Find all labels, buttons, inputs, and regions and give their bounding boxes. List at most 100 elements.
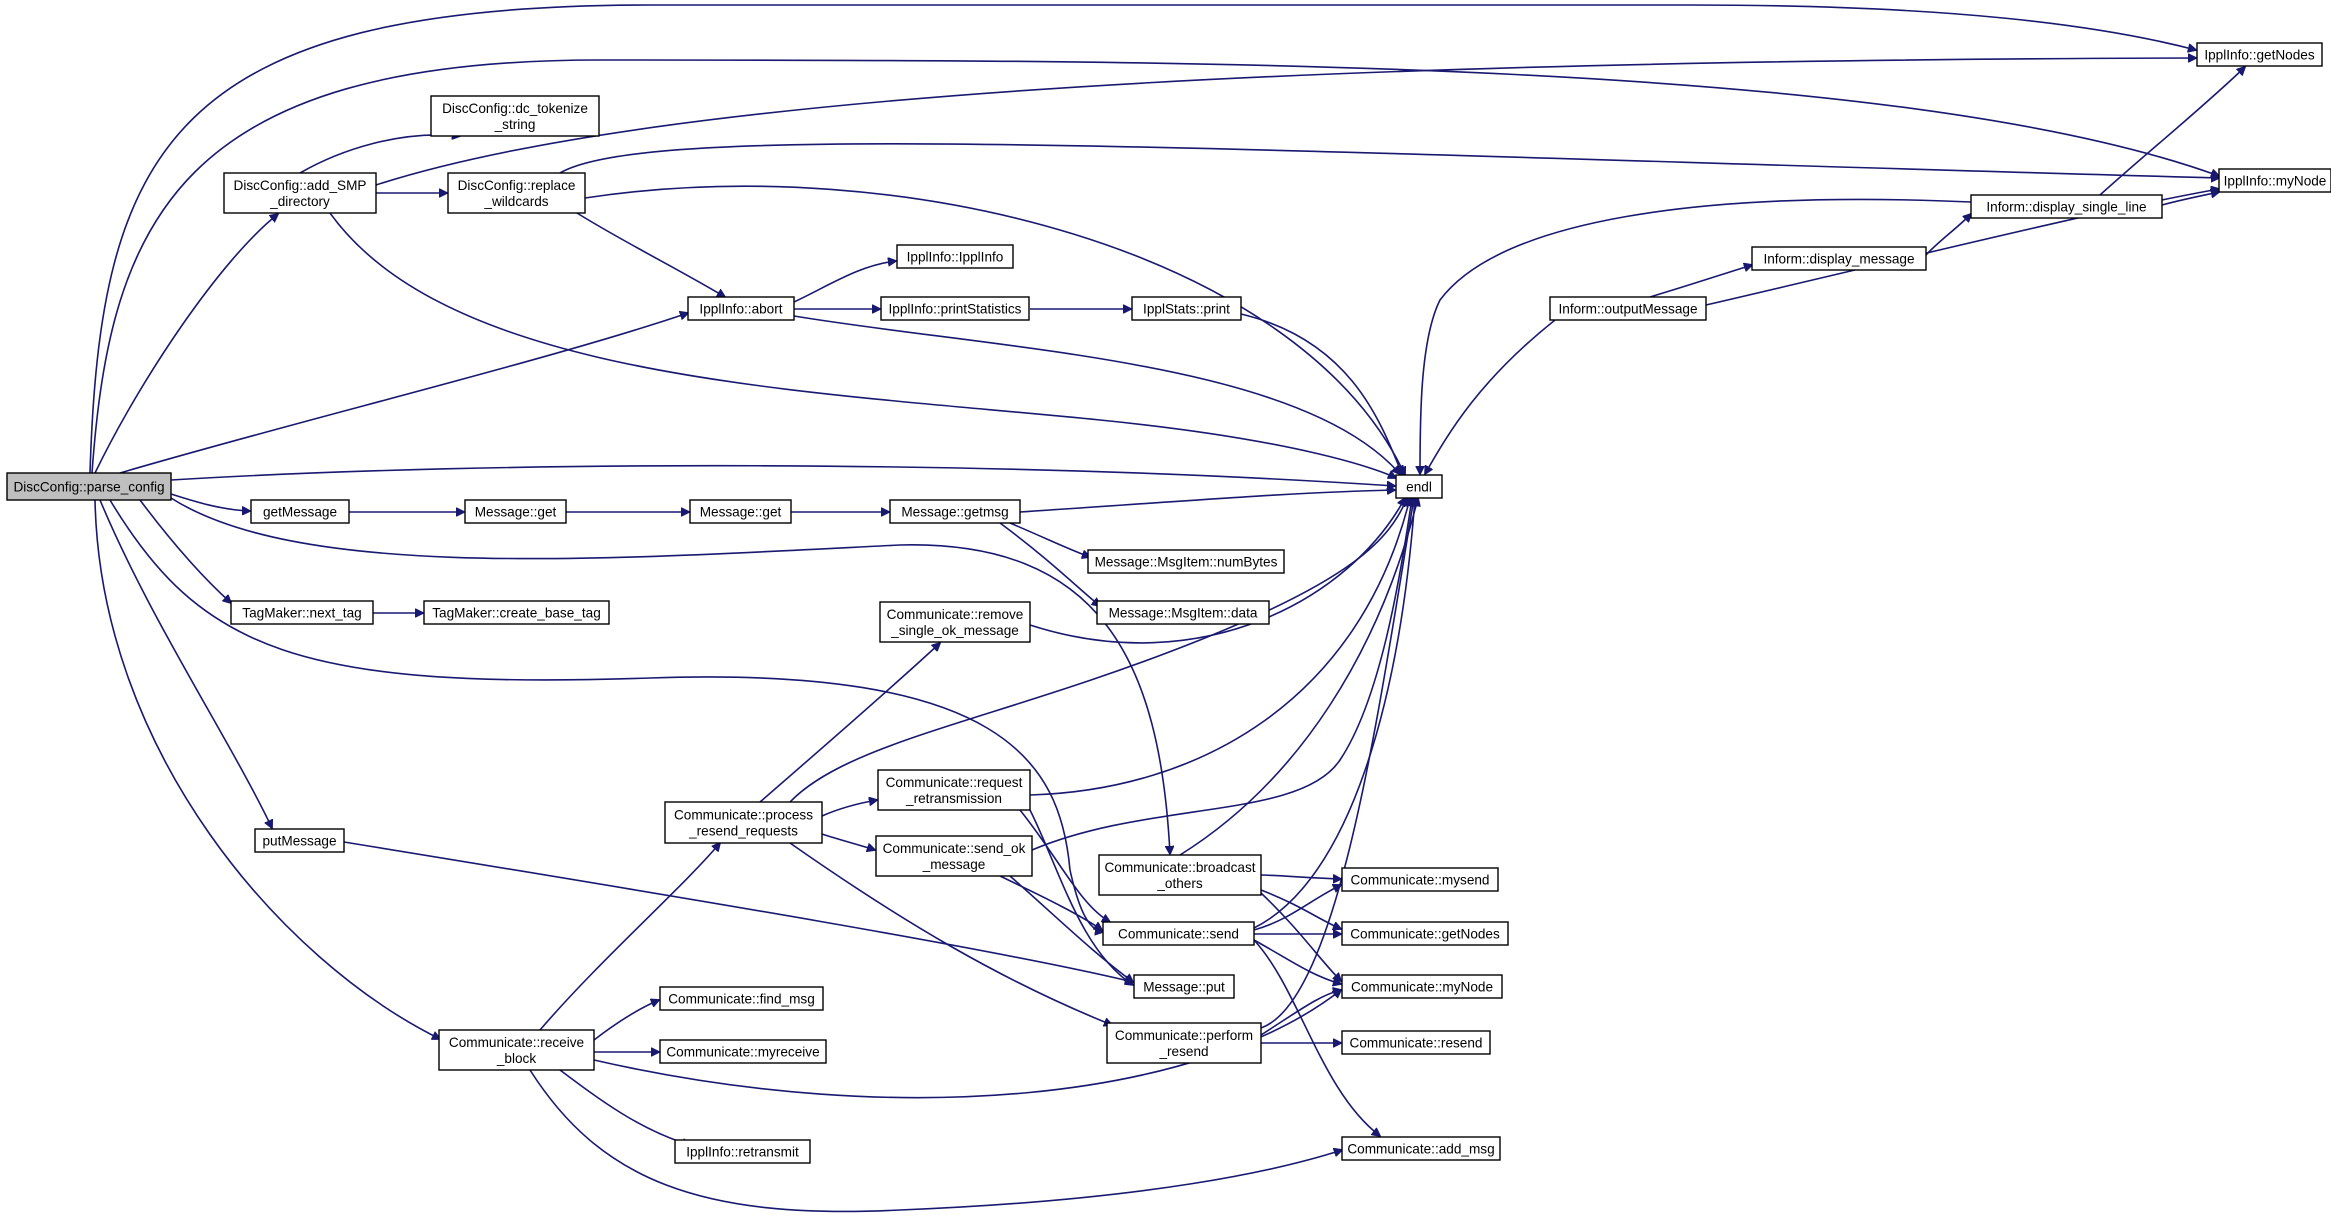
node-receive-block[interactable]: Communicate::receive_block (438, 1029, 595, 1071)
node-request-retrans[interactable]: Communicate::request_retransmission (877, 769, 1031, 811)
node-label: Communicate::broadcast (1104, 860, 1255, 875)
node-comm-mysend[interactable]: Communicate::mysend (1341, 867, 1499, 892)
node-abort[interactable]: IpplInfo::abort (687, 296, 795, 321)
node-label: _resend (1158, 1044, 1208, 1059)
edge-broadcast-others-to-comm-mysend (1260, 874, 1341, 879)
node-box (1098, 854, 1262, 896)
node-box (687, 296, 795, 321)
node-msgitem-data[interactable]: Message::MsgItem::data (1096, 600, 1270, 625)
node-myreceive[interactable]: Communicate::myreceive (659, 1039, 827, 1064)
node-label: Inform::display_message (1763, 252, 1914, 267)
edge-putmessage-to-message-put (343, 841, 1133, 982)
node-box (223, 172, 377, 214)
edge-request-retrans-to-endl (1029, 498, 1410, 796)
node-box (2218, 168, 2331, 193)
node-message-put[interactable]: Message::put (1133, 974, 1235, 999)
node-replace-wildcards[interactable]: DiscConfig::replace_wildcards (447, 172, 586, 214)
node-label: _retransmission (905, 791, 1002, 806)
node-label: Communicate::perform (1115, 1028, 1253, 1043)
edge-replace-wildcards-to-mynode (559, 143, 2219, 178)
node-label: Message::get (700, 505, 782, 520)
node-label: Message::MsgItem::numBytes (1095, 555, 1278, 570)
edge-send-ok-to-message-put (1009, 875, 1133, 982)
edge-process-resend-to-endl (789, 498, 1407, 803)
node-retransmit[interactable]: IpplInfo::retransmit (674, 1139, 811, 1164)
node-putmessage[interactable]: putMessage (254, 828, 345, 853)
edge-outputmessage-to-mynode (1705, 189, 2219, 306)
node-process-resend[interactable]: Communicate::process_resend_requests (664, 801, 823, 844)
node-box (880, 296, 1030, 321)
node-find-msg[interactable]: Communicate::find_msg (659, 986, 824, 1011)
node-ipplinfo-ctor[interactable]: IpplInfo::IpplInfo (896, 244, 1014, 269)
node-getmessage[interactable]: getMessage (250, 499, 350, 524)
node-broadcast-others[interactable]: Communicate::broadcast_others (1098, 854, 1262, 896)
node-label: DiscConfig::add_SMP (234, 178, 367, 193)
node-numbytes[interactable]: Message::MsgItem::numBytes (1087, 549, 1285, 574)
node-box (877, 769, 1031, 811)
node-label: _message (922, 857, 986, 872)
edge-replace-wildcards-to-abort (576, 212, 725, 297)
node-box (430, 95, 600, 137)
node-perform-resend[interactable]: Communicate::perform_resend (1106, 1022, 1262, 1064)
node-add-smp[interactable]: DiscConfig::add_SMP_directory (223, 172, 377, 214)
node-message-get2[interactable]: Message::get (689, 499, 792, 524)
node-comm-send[interactable]: Communicate::send (1102, 921, 1255, 946)
node-box (1970, 194, 2163, 219)
node-label: Communicate::add_msg (1347, 1142, 1494, 1157)
edge-getmsg-to-numbytes (1009, 522, 1090, 557)
node-label: Communicate::request (886, 775, 1023, 790)
node-label: IpplInfo::IpplInfo (907, 250, 1004, 265)
node-box (889, 499, 1021, 524)
node-outputmessage[interactable]: Inform::outputMessage (1549, 296, 1707, 321)
node-label: getMessage (263, 505, 337, 520)
node-label: TagMaker::create_base_tag (432, 606, 601, 621)
node-parse-config[interactable]: DiscConfig::parse_config (6, 472, 172, 501)
edge-process-resend-to-send-ok (821, 833, 875, 850)
edge-send-ok-to-endl (1031, 498, 1412, 851)
edge-parse-config-to-comm-send (109, 499, 1103, 932)
node-endl[interactable]: endl (1395, 474, 1443, 499)
node-label: Communicate::find_msg (668, 992, 815, 1007)
node-ipplstats-print[interactable]: IpplStats::print (1131, 296, 1242, 321)
node-box (1341, 1136, 1501, 1161)
edge-getmsg-to-msgitem-data (999, 522, 1100, 606)
node-resend[interactable]: Communicate::resend (1341, 1030, 1491, 1055)
node-box (1751, 246, 1927, 271)
node-box (438, 1029, 595, 1071)
node-box (659, 1039, 827, 1064)
node-box (674, 1139, 811, 1164)
node-comm-getnodes[interactable]: Communicate::getNodes (1341, 921, 1509, 946)
node-create-base-tag[interactable]: TagMaker::create_base_tag (423, 600, 610, 625)
node-label: Communicate::resend (1350, 1036, 1483, 1051)
node-label: putMessage (262, 834, 336, 849)
node-getnodes[interactable]: IpplInfo::getNodes (2196, 42, 2323, 67)
node-display-message[interactable]: Inform::display_message (1751, 246, 1927, 271)
node-next-tag[interactable]: TagMaker::next_tag (230, 600, 374, 625)
edge-display-single-line-to-mynode (2161, 192, 2219, 206)
node-message-get1[interactable]: Message::get (464, 499, 567, 524)
edge-display-single-line-to-endl (1420, 198, 1972, 474)
node-display-single-line[interactable]: Inform::display_single_line (1970, 194, 2163, 219)
edge-outputmessage-to-endl (1425, 319, 1556, 474)
node-box (659, 986, 824, 1011)
node-mynode[interactable]: IpplInfo::myNode (2218, 168, 2331, 193)
edge-receive-block-to-retransmit (559, 1069, 690, 1145)
edge-broadcast-others-to-endl (1179, 498, 1418, 856)
node-box (1341, 1030, 1491, 1055)
node-add-msg[interactable]: Communicate::add_msg (1341, 1136, 1501, 1161)
node-label: endl (1406, 480, 1432, 495)
node-send-ok[interactable]: Communicate::send_ok_message (875, 835, 1033, 877)
edge-parse-config-to-getmessage (170, 493, 250, 511)
node-label: DiscConfig::parse_config (13, 480, 164, 495)
node-label: IpplInfo::retransmit (686, 1145, 799, 1160)
edge-abort-to-ipplinfo-ctor (793, 261, 896, 303)
node-comm-mynode[interactable]: Communicate::myNode (1341, 974, 1503, 999)
node-remove-single-ok[interactable]: Communicate::remove_single_ok_message (879, 601, 1031, 643)
edge-receive-block-to-find-msg (593, 1000, 659, 1041)
node-dc-tokenize[interactable]: DiscConfig::dc_tokenize_string (430, 95, 600, 137)
edge-receive-block-to-process-resend (539, 843, 720, 1031)
edge-abort-to-endl (793, 315, 1400, 474)
node-getmsg[interactable]: Message::getmsg (889, 499, 1021, 524)
node-label: Communicate::remove (887, 607, 1024, 622)
node-printstatistics[interactable]: IpplInfo::printStatistics (880, 296, 1030, 321)
